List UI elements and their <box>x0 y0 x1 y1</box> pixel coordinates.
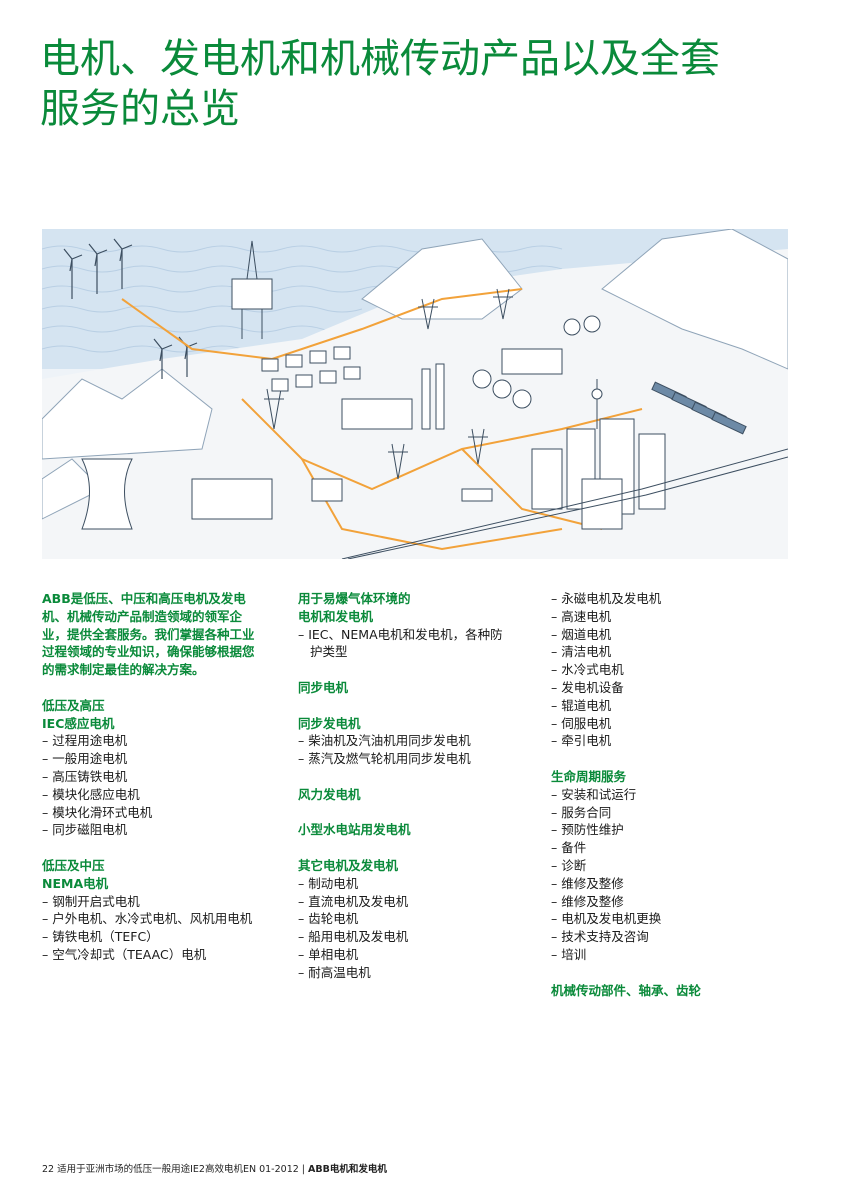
section-heading: 同步电机 <box>298 679 349 695</box>
list-item: – 电机及发电机更换 <box>551 911 662 927</box>
list-item: – 高速电机 <box>551 608 612 624</box>
section-heading: 同步发电机 <box>298 715 361 731</box>
list-item: – 发电机设备 <box>551 679 624 695</box>
list-item: – 模块化感应电机 <box>42 786 140 802</box>
list-item: – 辊道电机 <box>551 697 612 713</box>
industrial-landscape-drawing <box>42 229 788 559</box>
list-item: – 技术支持及咨询 <box>551 929 649 945</box>
list-item: – IEC、NEMA电机和发电机，各种防护类型 <box>298 626 503 660</box>
list-item: – 空气冷却式（TEAAC）电机 <box>42 946 207 962</box>
list-item: – 钢制开启式电机 <box>42 893 140 909</box>
list-item: – 永磁电机及发电机 <box>551 591 662 606</box>
column-2: 用于易爆气体环境的 电机和发电机 – IEC、NEMA电机和发电机，各种防护类型… <box>298 590 513 982</box>
list-item: – 户外电机、水冷式电机、风机用电机 <box>42 911 253 927</box>
section-heading: 用于易爆气体环境的 <box>298 591 411 606</box>
page-title: 电机、发电机和机械传动产品以及全套 服务的总览 <box>40 34 820 134</box>
list-item: – 过程用途电机 <box>42 733 128 749</box>
list-item: – 一般用途电机 <box>42 751 128 767</box>
title-line-2: 服务的总览 <box>40 86 240 132</box>
energy-grid-illustration <box>42 229 788 559</box>
list-item: – 铸铁电机（TEFC） <box>42 929 159 945</box>
column-1: ABB是低压、中压和高压电机及发电机、机械传动产品制造领域的领军企业，提供全套服… <box>42 590 257 964</box>
list-item: – 柴油机及汽油机用同步发电机 <box>298 733 471 749</box>
list-item: – 安装和试运行 <box>551 786 637 802</box>
section-heading: 机械传动部件、轴承、齿轮 <box>551 982 702 998</box>
list-item: – 直流电机及发电机 <box>298 893 409 909</box>
section-heading: 风力发电机 <box>298 786 361 802</box>
list-item: – 预防性维护 <box>551 822 624 838</box>
list-item: – 齿轮电机 <box>298 911 359 927</box>
list-item: – 水冷式电机 <box>551 662 624 678</box>
footer-text: 22 适用于亚洲市场的低压一般用途IE2高效电机EN 01-2012 | <box>42 1164 309 1175</box>
list-item: – 牵引电机 <box>551 733 612 749</box>
section-heading: 低压及中压 <box>42 857 105 873</box>
list-item: – 制动电机 <box>298 875 359 891</box>
list-item: – 单相电机 <box>298 946 359 962</box>
column-3: – 永磁电机及发电机 – 高速电机 – 烟道电机 – 清洁电机 – 水冷式电机 … <box>551 590 781 999</box>
list-item: – 维修及整修 <box>551 893 624 909</box>
section-heading: 电机和发电机 <box>298 608 374 624</box>
list-item: – 服务合同 <box>551 804 612 820</box>
list-item: – 清洁电机 <box>551 644 612 660</box>
list-item: – 耐高温电机 <box>298 964 371 980</box>
list-item: – 模块化滑环式电机 <box>42 804 153 820</box>
footer-brand: ABB电机和发电机 <box>308 1164 387 1175</box>
list-item: – 烟道电机 <box>551 626 612 642</box>
section-heading: 其它电机及发电机 <box>298 857 399 873</box>
section-heading: IEC感应电机 <box>42 715 115 731</box>
list-item: – 诊断 <box>551 857 587 873</box>
list-item: – 备件 <box>551 840 587 856</box>
list-item: – 同步磁阻电机 <box>42 822 128 838</box>
list-item: – 船用电机及发电机 <box>298 929 409 945</box>
list-item: – 伺服电机 <box>551 715 612 731</box>
section-heading: 小型水电站用发电机 <box>298 822 411 838</box>
intro-paragraph: ABB是低压、中压和高压电机及发电机、机械传动产品制造领域的领军企业，提供全套服… <box>42 591 255 678</box>
section-heading: 生命周期服务 <box>551 768 627 784</box>
list-item: – 维修及整修 <box>551 875 624 891</box>
page-footer: 22 适用于亚洲市场的低压一般用途IE2高效电机EN 01-2012 | ABB… <box>42 1161 387 1175</box>
list-item: – 高压铸铁电机 <box>42 768 128 784</box>
section-heading: NEMA电机 <box>42 875 109 891</box>
list-item: – 培训 <box>551 946 587 962</box>
list-item: – 蒸汽及燃气轮机用同步发电机 <box>298 751 471 767</box>
section-heading: 低压及高压 <box>42 697 105 713</box>
title-line-1: 电机、发电机和机械传动产品以及全套 <box>40 36 720 82</box>
